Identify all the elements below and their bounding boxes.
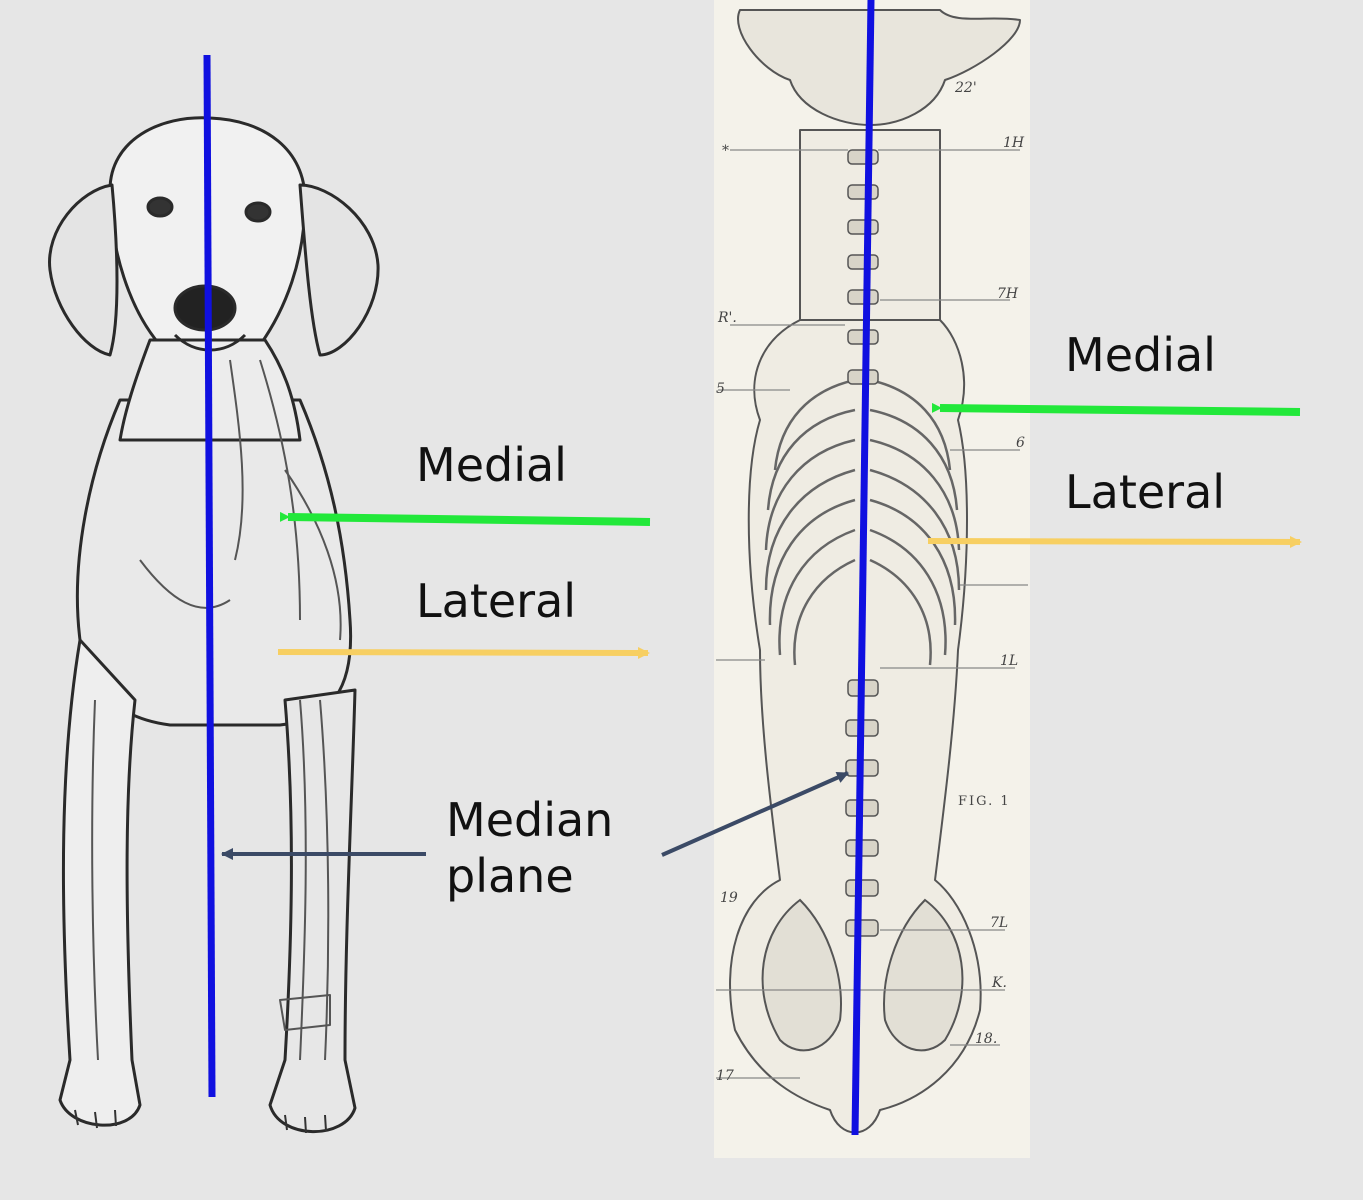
skeleton-mark-7h: 7H	[997, 286, 1019, 302]
label-median-plane: Median plane	[446, 792, 613, 904]
median-line-skeleton	[851, 0, 875, 1136]
medial-arrow-right	[931, 402, 1301, 416]
medial-arrow-left	[279, 511, 651, 526]
label-median-line1: Median	[446, 793, 614, 847]
skeleton-mark-star: *	[722, 143, 729, 159]
median-pointer-right	[661, 771, 849, 857]
skeleton-mark-1h: 1H	[1003, 135, 1025, 151]
skeleton-illustration: 1H 7H R'. 5 6 1L FIG. 1 19 7L K. 18. 17 …	[714, 0, 1030, 1158]
skeleton-mark-18: 18.	[975, 1031, 997, 1047]
label-medial-right: Medial	[1065, 328, 1216, 382]
label-median-line2: plane	[446, 849, 574, 903]
dog-illustration	[48, 116, 380, 1134]
label-medial-left: Medial	[416, 438, 567, 492]
label-lateral-right: Lateral	[1065, 465, 1226, 519]
skeleton-mark-5: 5	[716, 381, 725, 397]
skeleton-mark-7l: 7L	[990, 915, 1008, 931]
skeleton-mark-r: R'.	[717, 310, 737, 326]
skeleton-mark-6: 6	[1016, 435, 1025, 451]
skeleton-mark-22: 22'	[954, 80, 977, 96]
lateral-arrow-left	[277, 646, 650, 659]
median-line-dog	[203, 54, 216, 1098]
skeleton-mark-17: 17	[716, 1068, 734, 1084]
label-lateral-left: Lateral	[416, 574, 577, 628]
skeleton-mark-1l: 1L	[1000, 653, 1018, 669]
skeleton-mark-k: K.	[991, 975, 1007, 991]
skeleton-mark-fig: FIG. 1	[958, 794, 1011, 809]
lateral-arrow-right	[927, 535, 1302, 548]
skeleton-mark-19: 19	[720, 890, 738, 906]
